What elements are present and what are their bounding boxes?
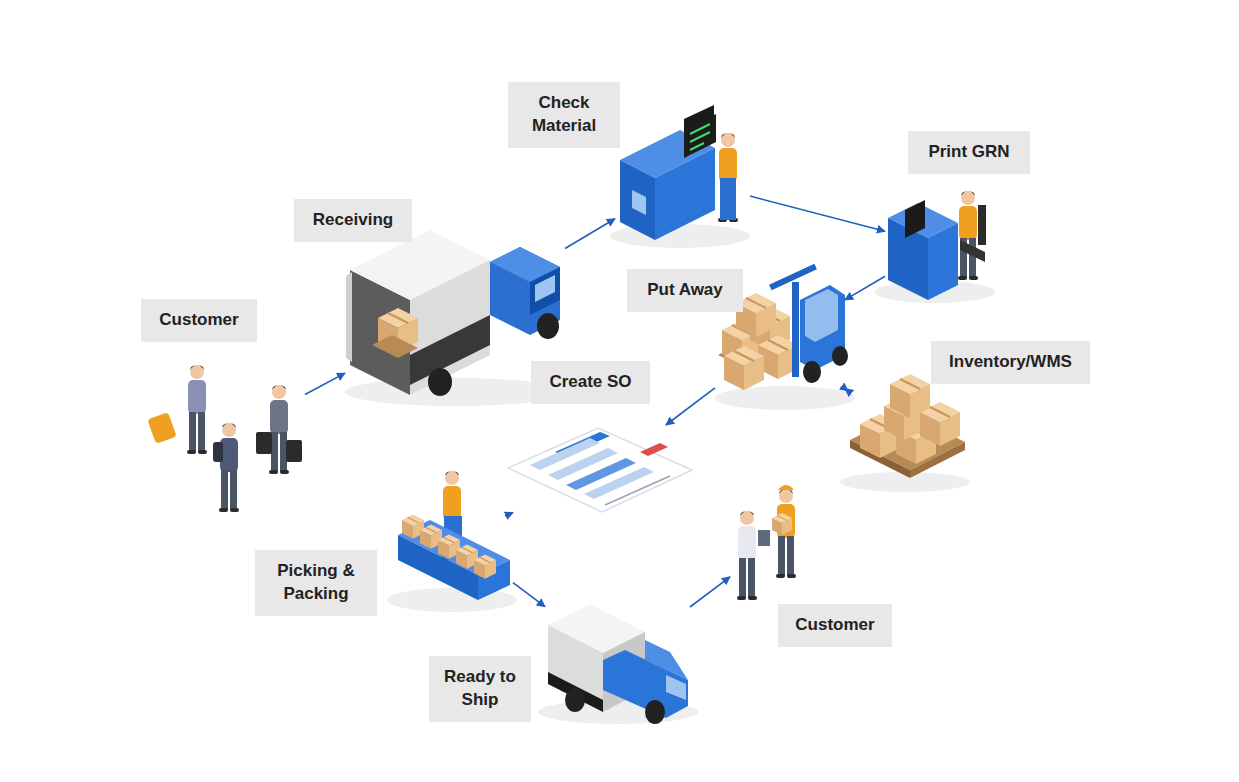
process-step: Customer <box>145 355 305 520</box>
flow-arrow <box>750 196 885 231</box>
flow-arrow <box>513 583 545 607</box>
step-label: Inventory/WMS <box>931 341 1090 384</box>
step-label: Print GRN <box>908 131 1030 174</box>
flow-arrow <box>305 373 345 394</box>
flow-arrow <box>666 388 715 425</box>
step-label-holder: Check Material <box>508 82 620 148</box>
process-step: Picking & Packing <box>395 466 513 610</box>
process-step: Put Away <box>715 272 845 405</box>
step-label: Check Material <box>508 82 620 148</box>
step-label-holder: Put Away <box>627 269 743 312</box>
step-label-holder: Inventory/WMS <box>931 341 1090 384</box>
step-label: Picking & Packing <box>255 550 377 616</box>
flow-arrow <box>505 513 513 517</box>
step-label-holder: Customer <box>141 299 257 342</box>
step-label-holder: Print GRN <box>908 131 1030 174</box>
step-label: Put Away <box>627 269 743 312</box>
flow-arrow <box>845 276 885 300</box>
flow-arrow <box>565 219 615 249</box>
step-label-holder: Create SO <box>531 361 650 404</box>
flow-arrow <box>690 577 730 607</box>
process-step: Customer <box>730 486 815 604</box>
process-step: Check Material <box>615 112 750 245</box>
step-label-holder: Customer <box>778 604 892 647</box>
step-label-holder: Receiving <box>294 199 412 242</box>
step-label: Ready to Ship <box>429 656 531 722</box>
step-label: Create SO <box>531 361 650 404</box>
process-step: Print GRN <box>885 190 990 300</box>
step-label: Receiving <box>294 199 412 242</box>
process-step: Create SO <box>505 425 695 525</box>
step-label: Customer <box>778 604 892 647</box>
step-label-holder: Picking & Packing <box>255 550 377 616</box>
step-label: Customer <box>141 299 257 342</box>
step-label-holder: Ready to Ship <box>429 656 531 722</box>
flow-arrow <box>845 389 848 391</box>
process-step: Ready to Ship <box>545 598 690 725</box>
process-step: Inventory/WMS <box>848 386 970 490</box>
